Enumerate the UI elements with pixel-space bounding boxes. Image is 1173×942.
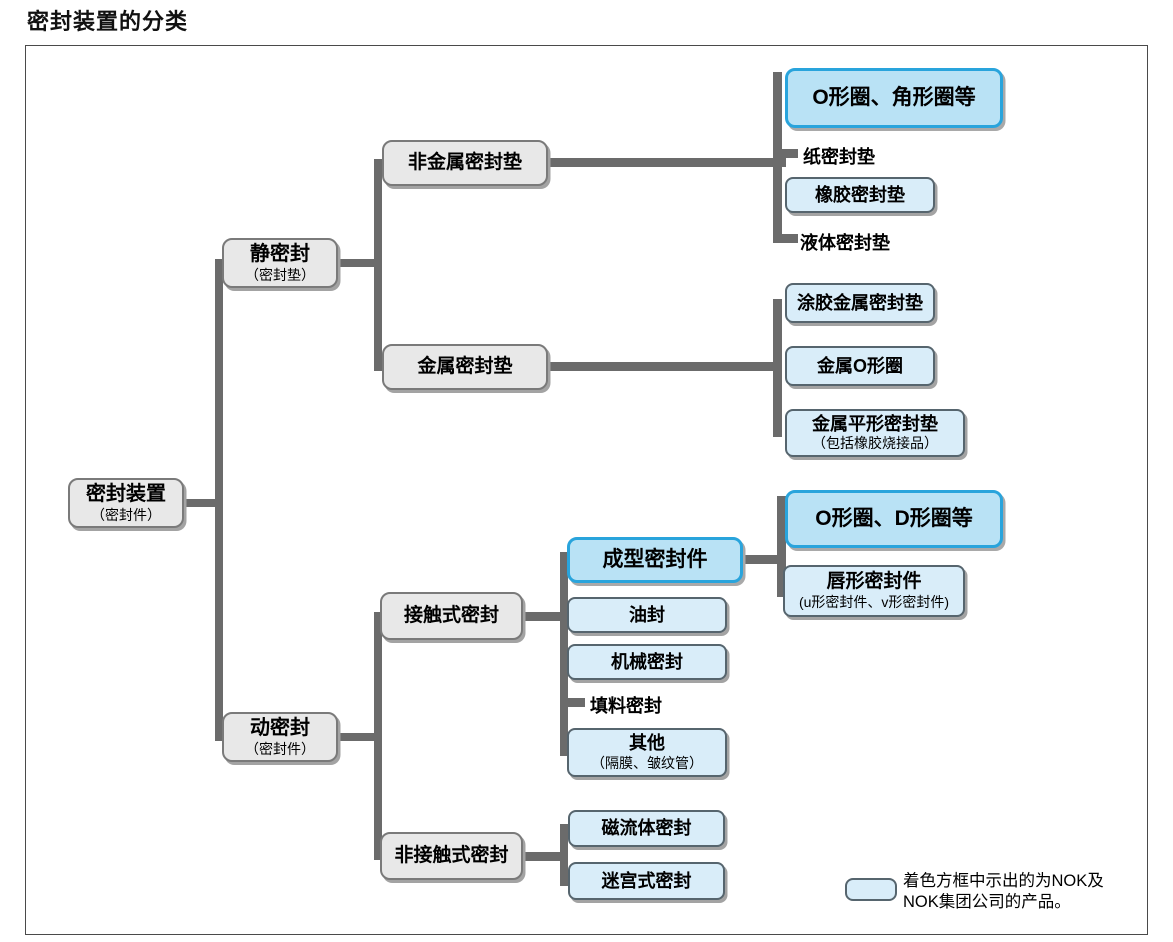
connector-line (521, 852, 568, 861)
connector-line (546, 158, 786, 167)
node-label: 唇形密封件 (826, 571, 922, 593)
node-sublabel: （密封件） (91, 506, 161, 523)
connector-line (560, 824, 568, 886)
node-metal-o-ring: 金属O形圈 (785, 346, 935, 386)
node-sublabel: （密封垫） (245, 266, 315, 283)
connector-line (336, 733, 382, 741)
tick-line (773, 149, 798, 158)
legend-line2: NOK集团公司的产品。 (903, 893, 1071, 911)
node-label: 橡胶密封垫 (815, 184, 905, 205)
node-paper-gasket: 纸密封垫 (803, 147, 875, 167)
node-dynamic-seal: 动密封 （密封件） (222, 712, 338, 762)
node-label: 磁流体密封 (601, 818, 692, 839)
node-label: 静密封 (250, 242, 310, 265)
node-static-seal: 静密封 （密封垫） (222, 238, 338, 288)
connector-line (741, 555, 786, 564)
node-label: 非接触式密封 (394, 845, 509, 867)
node-label: 其他 (629, 733, 665, 754)
connector-line (777, 496, 786, 597)
page-title: 密封装置的分类 (27, 9, 189, 34)
node-sublabel: （隔膜、皱纹管） (591, 754, 703, 771)
node-label: 油封 (629, 604, 665, 625)
tick-line (560, 698, 585, 707)
node-magnetic-fluid-seal: 磁流体密封 (568, 810, 725, 847)
connector-line (521, 612, 568, 621)
node-label: 密封装置 (86, 482, 166, 505)
node-others: 其他 （隔膜、皱纹管） (567, 728, 727, 777)
node-label: 动密封 (250, 716, 310, 739)
node-label: 接触式密封 (403, 605, 499, 627)
node-label: 涂胶金属密封垫 (797, 292, 923, 313)
node-liquid-gasket: 液体密封垫 (800, 233, 890, 253)
connector-line (546, 362, 782, 371)
node-noncontact-seal: 非接触式密封 (380, 832, 523, 880)
node-label: 金属密封垫 (417, 356, 513, 378)
node-label: 非金属密封垫 (407, 152, 522, 174)
node-label: 迷宫式密封 (601, 870, 692, 891)
connector-line (773, 299, 782, 437)
node-o-ring-corner: O形圈、角形圈等 (785, 68, 1003, 128)
node-metal-flat-gasket: 金属平形密封垫 （包括橡胶烧接品） (785, 409, 965, 457)
node-label: O形圈、D形圈等 (815, 506, 973, 530)
node-oil-seal: 油封 (567, 597, 727, 633)
node-label: 金属平形密封垫 (812, 413, 938, 434)
connector-line (182, 499, 223, 507)
node-sublabel: （包括橡胶烧接品） (812, 435, 938, 452)
node-label: 金属O形圈 (816, 355, 903, 376)
node-sublabel: (u形密封件、v形密封件) (798, 594, 950, 611)
legend-swatch (845, 878, 897, 901)
node-root: 密封装置 （密封件） (68, 478, 184, 528)
node-mechanical-seal: 机械密封 (567, 644, 727, 680)
node-coated-metal-gasket: 涂胶金属密封垫 (785, 283, 935, 323)
node-packing-seal: 填料密封 (590, 696, 662, 716)
node-rubber-gasket: 橡胶密封垫 (785, 177, 935, 213)
node-molded-seal: 成型密封件 (567, 537, 743, 583)
node-labyrinth-seal: 迷宫式密封 (568, 862, 725, 900)
node-o-ring-d-ring: O形圈、D形圈等 (785, 490, 1003, 548)
node-sublabel: （密封件） (245, 740, 315, 757)
connector-line (336, 259, 382, 267)
node-lip-seal: 唇形密封件 (u形密封件、v形密封件) (783, 565, 965, 617)
legend-line1: 着色方框中示出的为NOK及 (903, 872, 1104, 890)
node-contact-seal: 接触式密封 (380, 592, 523, 640)
node-label: 成型密封件 (602, 547, 708, 571)
connector-line (560, 552, 568, 756)
tick-line (773, 234, 798, 243)
legend-text: 着色方框中示出的为NOK及 NOK集团公司的产品。 (903, 871, 1104, 913)
node-label: O形圈、角形圈等 (812, 85, 976, 109)
node-metal-gasket: 金属密封垫 (382, 344, 548, 390)
node-label: 机械密封 (611, 651, 683, 672)
node-nonmetal-gasket: 非金属密封垫 (382, 140, 548, 186)
